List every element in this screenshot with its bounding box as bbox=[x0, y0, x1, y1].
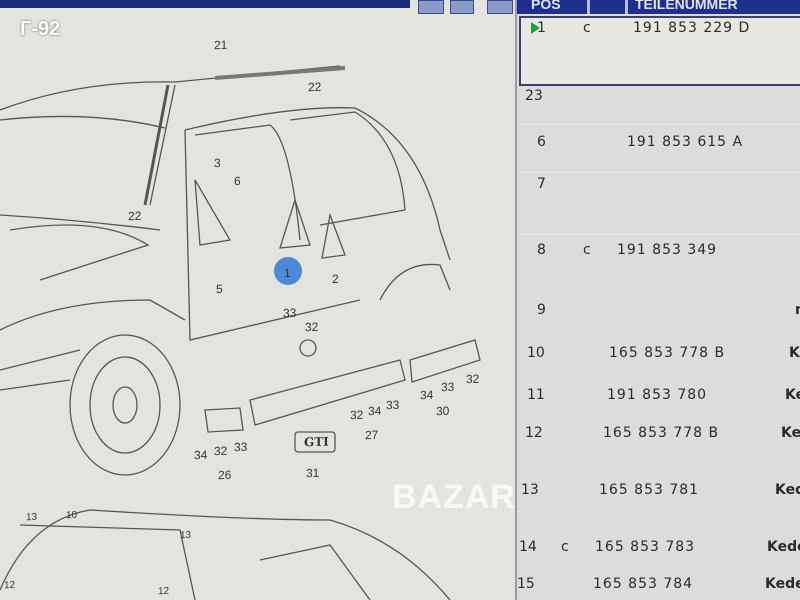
row-description: Ked bbox=[775, 482, 800, 498]
row-pos: 11 bbox=[527, 387, 545, 403]
row-description: Ke bbox=[785, 387, 800, 403]
callout-13: 13 bbox=[26, 511, 38, 524]
row-description: Keder bbox=[765, 576, 800, 592]
row-pos: 8 bbox=[537, 242, 546, 258]
row-pos: 10 bbox=[527, 345, 545, 361]
row-pos: 14 bbox=[519, 539, 537, 555]
callout-12: 12 bbox=[4, 579, 16, 592]
callout-32: 32 bbox=[466, 371, 480, 387]
row-divider bbox=[517, 234, 800, 235]
row-description: n bbox=[795, 302, 800, 318]
row-part-number: 165 853 784 bbox=[593, 576, 694, 592]
row-pos: 1 bbox=[537, 20, 546, 36]
row-mark: c bbox=[583, 20, 591, 36]
column-header-pos[interactable]: POS bbox=[531, 0, 561, 12]
callout-32: 32 bbox=[214, 443, 228, 459]
callout-21: 21 bbox=[214, 37, 228, 53]
table-row[interactable]: 15 165 853 784 Keder bbox=[517, 576, 800, 596]
callout-22: 22 bbox=[128, 208, 142, 224]
callout-31: 31 bbox=[306, 465, 320, 481]
callout-22: 22 bbox=[308, 79, 322, 95]
print-button[interactable] bbox=[487, 0, 513, 14]
table-row[interactable]: 11 191 853 780 Ke bbox=[517, 387, 800, 407]
callout-34: 34 bbox=[194, 447, 208, 463]
row-description: Kede bbox=[767, 539, 800, 555]
table-row[interactable]: 8 c 191 853 349 bbox=[517, 242, 800, 262]
callout-6: 6 bbox=[234, 173, 241, 189]
zoom-button[interactable] bbox=[450, 0, 474, 14]
row-description: Ke bbox=[789, 345, 800, 361]
row-divider bbox=[517, 124, 800, 125]
parts-list-panel: POS TEILENUMMER 1 c 191 853 229 D 23 6 191 … bbox=[515, 0, 800, 600]
window-titlebar bbox=[0, 0, 410, 8]
table-row[interactable]: 10 165 853 778 B Ke bbox=[517, 345, 800, 365]
callout-32: 32 bbox=[305, 319, 319, 335]
callout-3: 3 bbox=[214, 155, 221, 171]
callout-33: 33 bbox=[234, 439, 248, 455]
row-part-number: 165 853 781 bbox=[599, 482, 700, 498]
callout-27: 27 bbox=[365, 427, 379, 443]
table-header: POS TEILENUMMER bbox=[517, 0, 800, 14]
row-part-number: 191 853 615 A bbox=[627, 134, 744, 150]
callout-5: 5 bbox=[216, 281, 223, 297]
car-illustration bbox=[0, 65, 481, 600]
row-part-number: 191 853 780 bbox=[607, 387, 708, 403]
row-pos: 23 bbox=[525, 88, 543, 104]
row-part-number: 191 853 349 bbox=[617, 242, 718, 258]
column-divider[interactable] bbox=[587, 0, 590, 14]
parts-diagram: 21 22 22 3 6 5 1 2 33 32 34 32 33 26 32 … bbox=[0, 0, 515, 600]
callout-33: 33 bbox=[386, 397, 400, 413]
row-pos: 6 bbox=[537, 134, 546, 150]
sheet-label: Г-92 bbox=[20, 18, 61, 40]
table-row[interactable]: 1 c 191 853 229 D bbox=[517, 20, 800, 40]
table-row[interactable]: 7 bbox=[517, 176, 800, 196]
row-part-number: 165 853 783 bbox=[595, 539, 696, 555]
row-pos: 13 bbox=[521, 482, 539, 498]
view-button[interactable] bbox=[418, 0, 444, 14]
row-mark: c bbox=[561, 539, 569, 555]
table-row[interactable]: 12 165 853 778 B Kee bbox=[517, 425, 800, 445]
callout-33: 33 bbox=[441, 379, 455, 395]
callout-32: 32 bbox=[350, 407, 364, 423]
gti-badge-label: GTI bbox=[304, 434, 329, 450]
callout-12: 12 bbox=[158, 585, 170, 598]
watermark: BAZAR bbox=[392, 478, 516, 516]
callout-33: 33 bbox=[283, 305, 297, 321]
callout-34: 34 bbox=[420, 387, 434, 403]
callout-13: 13 bbox=[180, 529, 192, 542]
table-row[interactable]: 14 c 165 853 783 Kede bbox=[517, 539, 800, 559]
callout-34: 34 bbox=[368, 403, 382, 419]
table-row[interactable]: 6 191 853 615 A bbox=[517, 134, 800, 154]
selected-row[interactable] bbox=[519, 16, 800, 86]
selected-position-marker[interactable] bbox=[274, 257, 302, 285]
callout-26: 26 bbox=[218, 467, 232, 483]
row-mark: c bbox=[583, 242, 591, 258]
callout-10: 10 bbox=[66, 509, 78, 522]
current-row-arrow-icon bbox=[531, 22, 540, 34]
callout-1[interactable]: 1 bbox=[284, 265, 291, 281]
row-part-number: 165 853 778 B bbox=[609, 345, 726, 361]
row-part-number: 191 853 229 D bbox=[633, 20, 751, 36]
row-part-number: 165 853 778 B bbox=[603, 425, 720, 441]
table-row[interactable]: 23 bbox=[517, 88, 800, 108]
row-description: Kee bbox=[781, 425, 800, 441]
column-divider[interactable] bbox=[625, 0, 628, 14]
table-row[interactable]: 13 165 853 781 Ked bbox=[517, 482, 800, 502]
callout-2: 2 bbox=[332, 271, 339, 287]
row-pos: 9 bbox=[537, 302, 546, 318]
callout-30: 30 bbox=[436, 403, 450, 419]
column-header-part-number[interactable]: TEILENUMMER bbox=[635, 0, 738, 12]
row-pos: 15 bbox=[517, 576, 535, 592]
row-pos: 12 bbox=[525, 425, 543, 441]
row-pos: 7 bbox=[537, 176, 546, 192]
row-divider bbox=[517, 172, 800, 173]
